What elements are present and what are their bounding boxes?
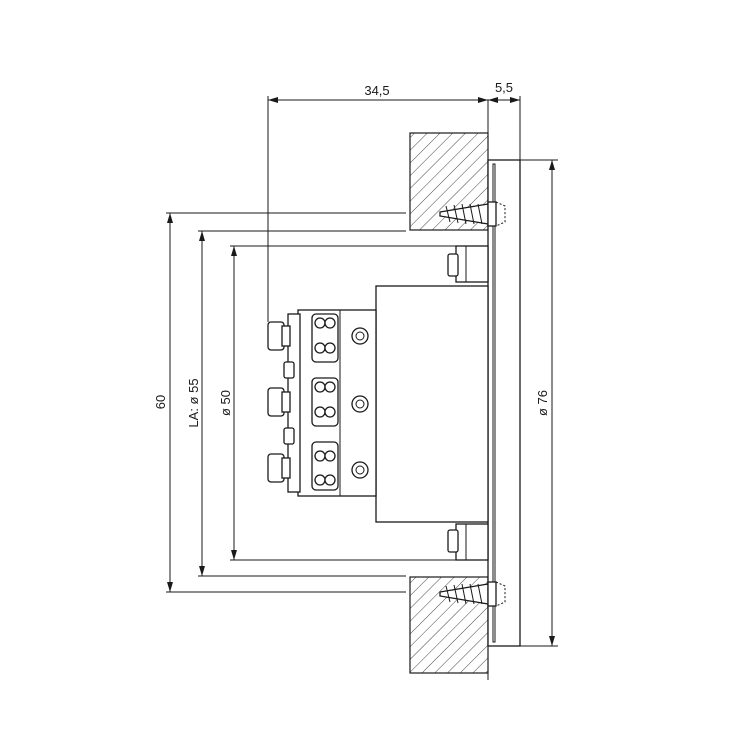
- mounting-tab-upper: [447, 245, 489, 283]
- label-34-5: 34,5: [364, 83, 389, 98]
- extension-lines: [166, 96, 558, 647]
- dimension-60: [167, 213, 173, 592]
- side-screws: [351, 327, 369, 479]
- label-5-5: 5,5: [495, 80, 513, 95]
- front-plate-inner: [492, 163, 496, 643]
- label-60: 60: [153, 395, 168, 409]
- label-76: ø 76: [535, 390, 550, 416]
- screw-upper: [439, 201, 506, 227]
- dimension-50: [231, 246, 237, 560]
- housing-body: [375, 285, 489, 523]
- terminal-group-3: [267, 441, 339, 491]
- dimension-la-55: [199, 231, 205, 576]
- terminal-spacers: [283, 361, 295, 445]
- label-la-55: LA: ø 55: [186, 378, 201, 427]
- terminal-group-2: [267, 377, 339, 427]
- dimension-5-5: [488, 97, 520, 103]
- dimension-76: [549, 160, 555, 646]
- terminal-group-1: [267, 313, 339, 363]
- dimension-34-5: [268, 97, 488, 103]
- mounting-tab-lower: [447, 523, 489, 561]
- label-50: ø 50: [218, 390, 233, 416]
- screw-lower: [439, 581, 506, 607]
